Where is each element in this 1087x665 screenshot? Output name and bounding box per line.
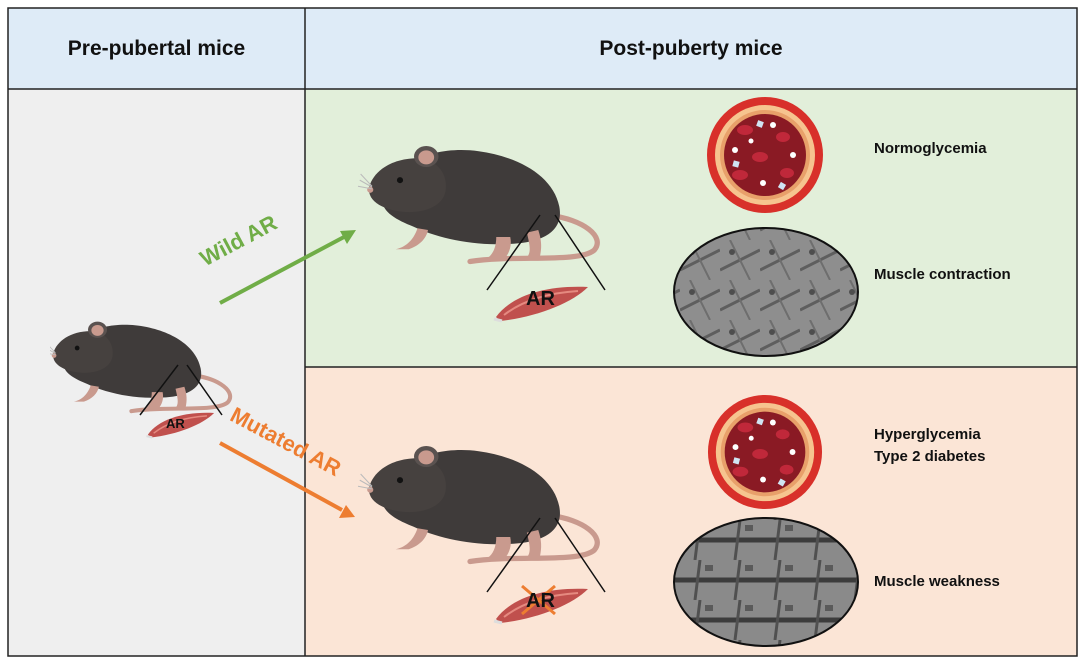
mutated-muscle-label: AR (526, 590, 555, 612)
hyperglycemia-label: Hyperglycemia (874, 426, 981, 443)
wild-arrow-head (340, 230, 356, 244)
header-pre-pubertal: Pre-pubertal mice (67, 36, 246, 60)
pre-muscle-label: AR (166, 416, 185, 431)
wild-zoom-line-left (486, 214, 541, 291)
muscle-micrograph-weak (673, 517, 859, 647)
wild-muscle-label: AR (526, 288, 555, 310)
pre-zoom-line-right (186, 364, 223, 416)
mutated-arrow-line (219, 441, 343, 512)
cross-mark-2 (521, 584, 556, 616)
blood-vessel-normal (707, 97, 823, 213)
outer-border (7, 7, 1078, 657)
mutated-arrow-head (339, 505, 355, 518)
header-post-puberty: Post-puberty mice (599, 36, 783, 60)
muscle-micrograph-normal (673, 227, 859, 357)
muscle-weakness-label: Muscle weakness (874, 573, 1000, 590)
type2-diabetes-label: Type 2 diabetes (874, 448, 986, 465)
wild-zoom-line-right (554, 214, 606, 291)
blood-vessel-hyper (707, 394, 823, 510)
normoglycemia-label: Normoglycemia (874, 140, 987, 157)
header-left-bg (8, 8, 305, 89)
header-right-bg (305, 8, 1077, 89)
mutated-zoom-line-left (486, 517, 541, 593)
wild-arrow-line (219, 235, 345, 305)
mutated-zoom-line-right (554, 517, 606, 593)
pre-zoom-line-left (139, 364, 179, 416)
muscle-contraction-label: Muscle contraction (874, 266, 1011, 283)
